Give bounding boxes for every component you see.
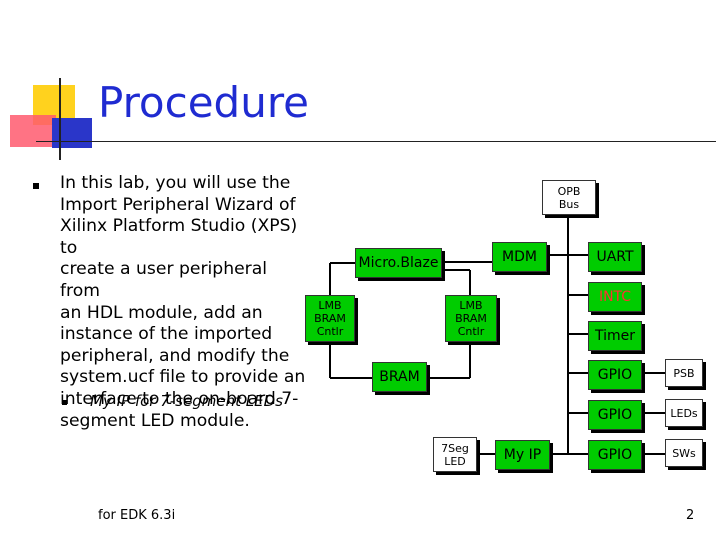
gpio-block-leds: GPIO [588, 400, 642, 430]
mdm-block: MDM [492, 242, 547, 272]
lmb-bram-cntlr-right: LMB BRAM Cntlr [445, 295, 497, 342]
psb-box: PSB [665, 359, 703, 387]
title-underline [36, 141, 716, 142]
opb-bus-box: OPB Bus [542, 180, 596, 215]
switches-box: SWs [665, 439, 703, 467]
footer-text: for EDK 6.3i [98, 508, 176, 523]
title-deco-blue-square [52, 118, 92, 148]
microblaze-block: Micro.Blaze [355, 248, 442, 278]
slide-title: Procedure [98, 78, 310, 127]
bullet-marker [33, 183, 39, 189]
gpio-block-psb: GPIO [588, 360, 642, 390]
my-ip-block: My IP [495, 440, 550, 470]
page-number: 2 [686, 508, 695, 523]
sub-bullet-marker [62, 400, 67, 405]
gpio-block-sws: GPIO [588, 440, 642, 470]
lmb-bram-cntlr-left: LMB BRAM Cntlr [305, 295, 355, 342]
intc-block: INTC [588, 282, 642, 312]
title-deco-vertical-line [59, 78, 61, 160]
bullet-main-text: In this lab, you will use the Import Per… [60, 173, 306, 431]
bullet-sub-text: My IP for 7-segment LEDs [90, 392, 283, 410]
timer-block: Timer [588, 321, 642, 351]
uart-block: UART [588, 242, 642, 272]
seven-segment-led-box: 7Seg LED [433, 437, 477, 472]
bram-block: BRAM [372, 362, 427, 392]
leds-box: LEDs [665, 399, 703, 427]
